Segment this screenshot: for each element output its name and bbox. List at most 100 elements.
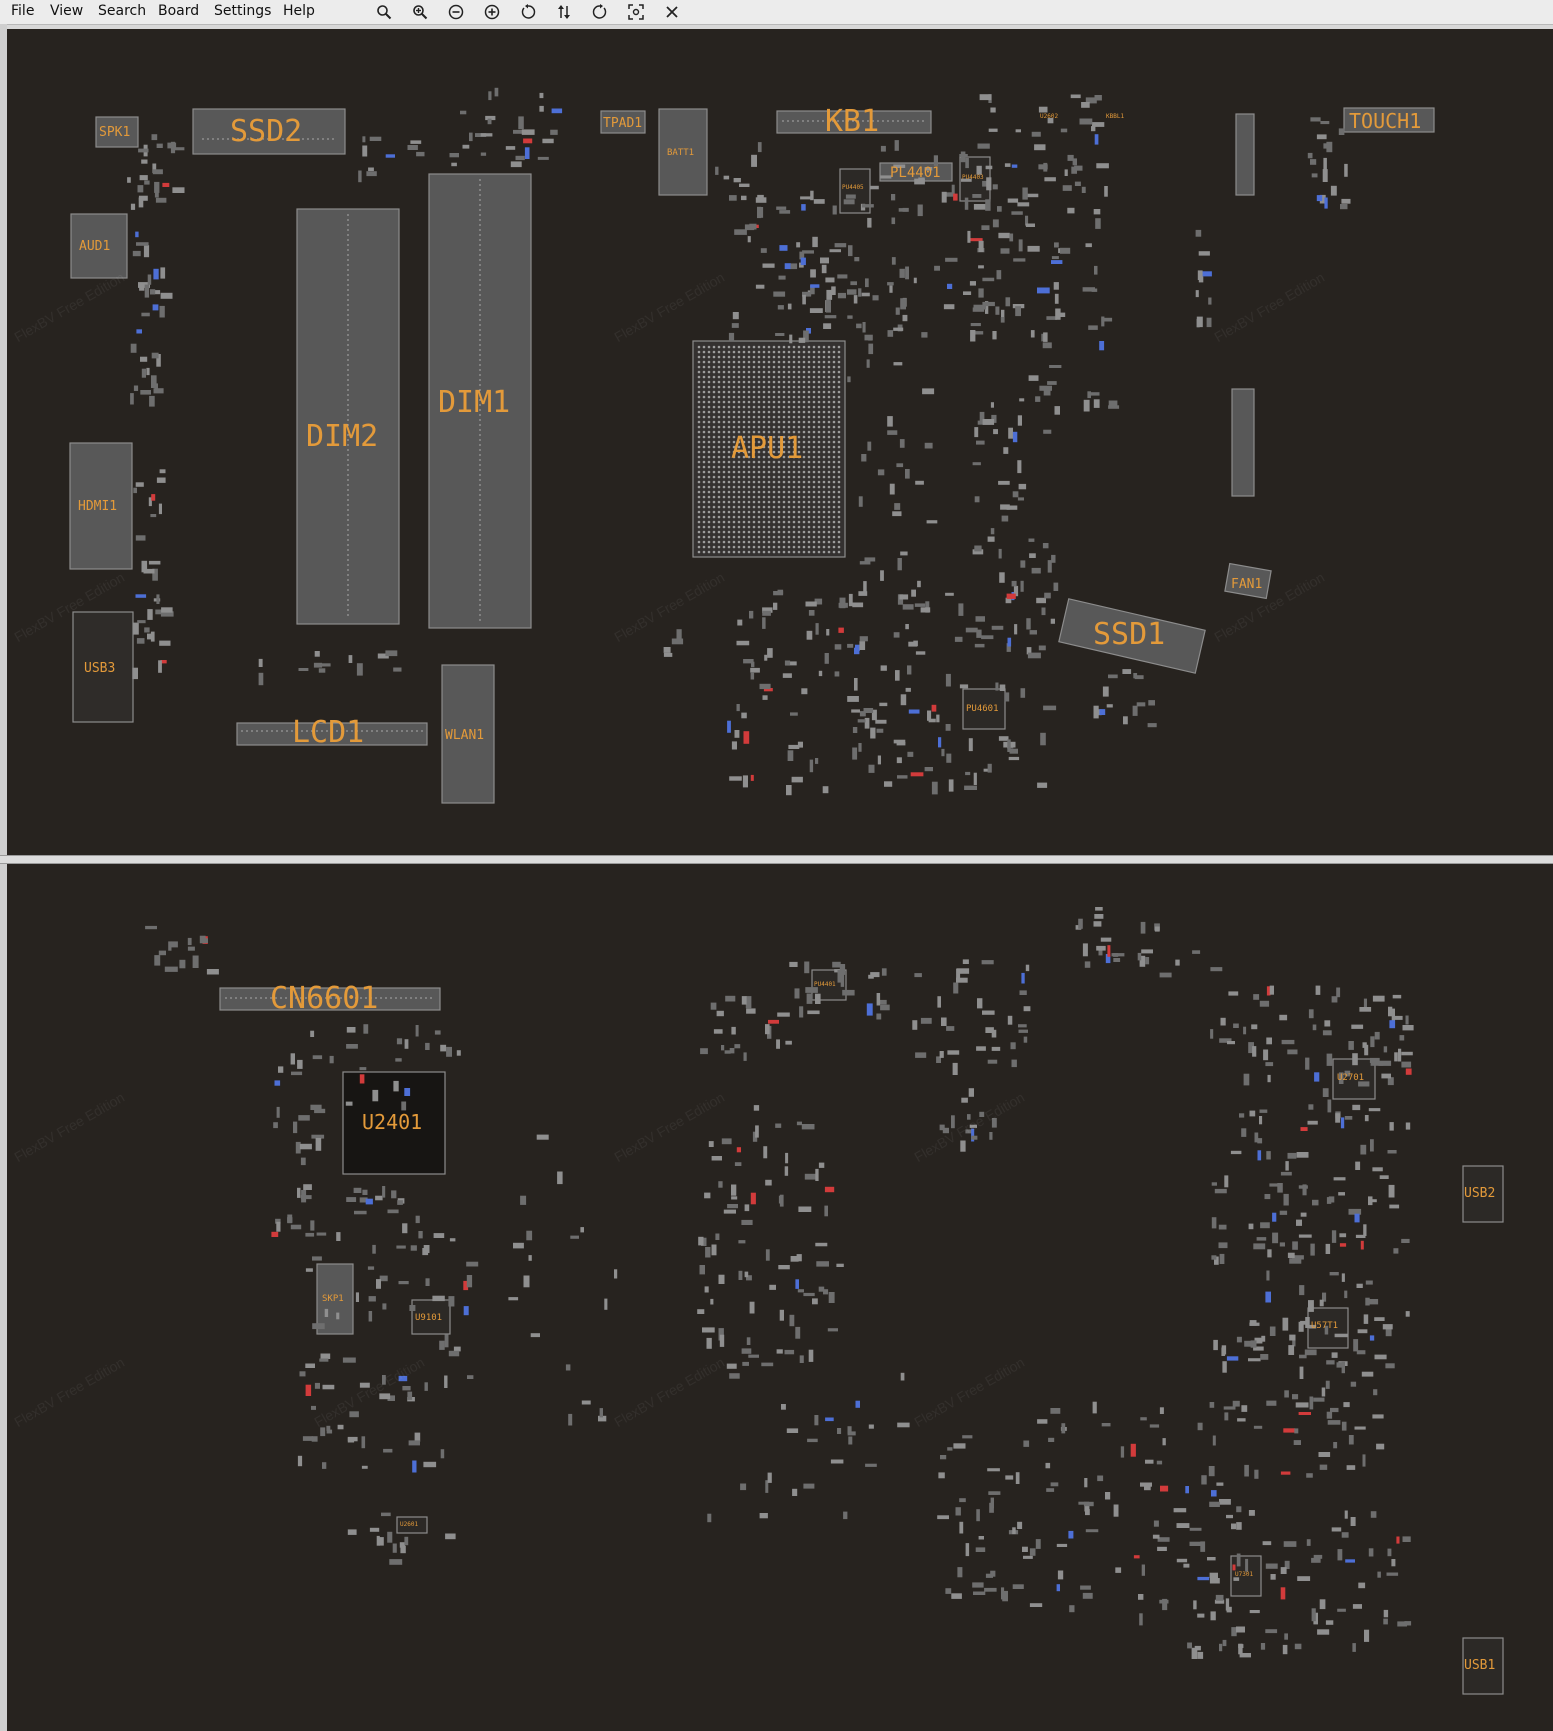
smd-part — [1044, 177, 1056, 182]
zoom-fit-icon[interactable] — [374, 2, 394, 22]
smd-part — [866, 359, 870, 368]
smd-part — [671, 638, 684, 645]
apu-ball — [752, 475, 756, 479]
smd-part — [767, 1472, 772, 1483]
apu-ball — [712, 385, 716, 389]
apu-ball — [707, 450, 711, 454]
apu-ball — [737, 415, 741, 419]
apu-ball — [817, 525, 821, 529]
apu-ball — [727, 405, 731, 409]
smd-part — [805, 601, 817, 607]
smd-part — [1084, 961, 1091, 968]
smd-part — [1296, 1152, 1309, 1158]
smd-part — [951, 1115, 955, 1129]
smd-part — [784, 1349, 795, 1355]
apu-ball — [817, 385, 821, 389]
apu-ball — [772, 510, 776, 514]
apu-ball — [767, 435, 771, 439]
smd-part — [959, 1498, 966, 1503]
apu-ball — [812, 525, 816, 529]
smd-part — [928, 718, 936, 723]
smd-part — [580, 1227, 584, 1233]
apu-ball — [837, 375, 841, 379]
smd-part — [136, 638, 145, 644]
apu-ball — [717, 535, 721, 539]
smd-part — [1279, 1014, 1288, 1021]
smd-part — [1279, 1242, 1285, 1247]
smd-part — [840, 974, 845, 987]
apu-ball — [717, 510, 721, 514]
smd-part — [276, 1106, 280, 1118]
apu-ball — [837, 395, 841, 399]
smd-part — [536, 1134, 549, 1140]
smd-part — [1019, 990, 1027, 995]
menu-settings[interactable]: Settings — [214, 3, 272, 19]
menu-file[interactable]: File — [11, 3, 35, 19]
smd-part — [782, 673, 792, 678]
close-icon[interactable] — [662, 2, 682, 22]
zoom-out-icon[interactable] — [446, 2, 466, 22]
smd-part — [1250, 1340, 1257, 1348]
menu-help[interactable]: Help — [283, 3, 315, 19]
apu-ball — [707, 415, 711, 419]
zoom-in-circle-icon[interactable] — [482, 2, 502, 22]
apu-ball — [767, 455, 771, 459]
zoom-in-icon[interactable] — [410, 2, 430, 22]
apu-ball — [757, 520, 761, 524]
smd-part — [1012, 1527, 1016, 1535]
apu-ball — [722, 520, 726, 524]
apu-ball — [767, 460, 771, 464]
smd-part — [599, 1408, 603, 1418]
component-u9101 — [411, 1299, 451, 1335]
smd-part — [1330, 185, 1337, 196]
apu-ball — [777, 550, 781, 554]
apu-ball — [697, 520, 701, 524]
fit-board-icon[interactable] — [626, 2, 646, 22]
flip-icon[interactable] — [554, 2, 574, 22]
apu-ball — [827, 430, 831, 434]
smd-part — [854, 678, 858, 691]
smd-part — [539, 92, 544, 99]
apu-ball — [822, 355, 826, 359]
smd-part — [921, 332, 928, 338]
menu-view[interactable]: View — [50, 3, 84, 19]
apu-ball — [807, 445, 811, 449]
smd-part — [1355, 1161, 1361, 1170]
smd-part — [1405, 1015, 1409, 1025]
board-canvas-top[interactable] — [7, 29, 1553, 855]
smd-part — [1253, 994, 1260, 1000]
smd-part — [1001, 1587, 1005, 1600]
apu-ball — [797, 540, 801, 544]
smd-part — [1206, 317, 1212, 328]
smd-part — [824, 1186, 835, 1193]
board-view-top[interactable]: FlexBV Free Edition FlexBV Free Edition … — [7, 29, 1553, 855]
board-canvas-bottom[interactable] — [7, 864, 1553, 1731]
smd-part — [1043, 332, 1048, 342]
smd-part — [311, 1436, 318, 1442]
smd-part — [871, 709, 877, 721]
smd-part — [812, 1298, 818, 1305]
smd-part — [1051, 260, 1063, 264]
apu-ball — [717, 445, 721, 449]
smd-part — [880, 175, 892, 179]
menu-board[interactable]: Board — [158, 3, 200, 19]
smd-part — [1372, 995, 1385, 1002]
view-divider[interactable] — [0, 855, 1553, 864]
smd-part — [959, 684, 969, 689]
smd-part — [1085, 1529, 1099, 1533]
smd-part — [997, 206, 1002, 212]
smd-part — [155, 197, 167, 203]
rotate-ccw-icon[interactable] — [518, 2, 538, 22]
apu-ball — [717, 435, 721, 439]
menu-search[interactable]: Search — [98, 3, 147, 19]
board-view-bottom[interactable]: FlexBV Free Edition FlexBV Free Edition … — [7, 864, 1553, 1731]
apu-ball — [732, 545, 736, 549]
apu-ball — [822, 460, 826, 464]
apu-ball — [732, 520, 736, 524]
apu-ball — [807, 480, 811, 484]
rotate-cw-icon[interactable] — [590, 2, 610, 22]
smd-part — [854, 257, 860, 262]
smd-part — [375, 1195, 383, 1201]
apu-ball — [732, 435, 736, 439]
smd-part — [864, 717, 870, 729]
